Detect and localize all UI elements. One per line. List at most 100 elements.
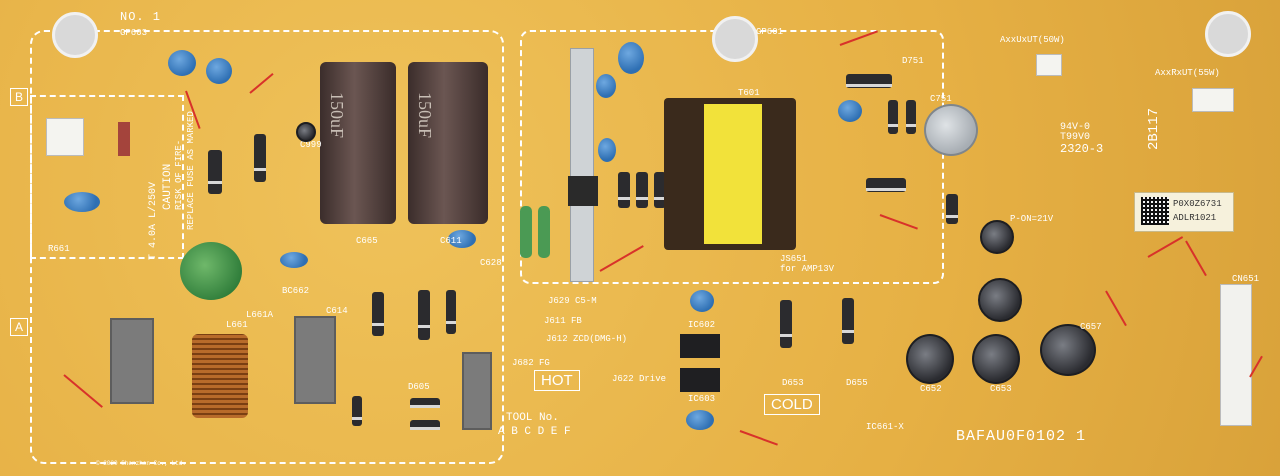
label-ul1: 94V-0 bbox=[1060, 122, 1091, 133]
label-ul2: T99V0 bbox=[1060, 132, 1091, 143]
capacitor-ceramic-3 bbox=[64, 192, 100, 212]
capacitor-c999 bbox=[296, 122, 316, 142]
capacitor-bulk-c611: 150uF bbox=[408, 62, 488, 224]
jumper-j611: J611 FB bbox=[544, 316, 582, 326]
capacitor-c652 bbox=[906, 334, 954, 384]
red-marker-6 bbox=[1185, 240, 1207, 277]
diode-d752 bbox=[888, 100, 898, 134]
label-c999: C999 bbox=[300, 140, 322, 150]
qr-code bbox=[1141, 197, 1169, 225]
connector-js1001a bbox=[1036, 54, 1062, 76]
diode-d604 bbox=[418, 290, 430, 340]
capacitor-ceramic-6 bbox=[598, 138, 616, 162]
optocoupler-ic603 bbox=[680, 368, 720, 392]
capacitor-ceramic-10 bbox=[686, 410, 714, 430]
label-tool-no: TOOL No. bbox=[506, 412, 559, 424]
label-c614: C614 bbox=[326, 306, 348, 316]
jumper-j622-drive: J622 Drive bbox=[612, 374, 667, 384]
resistor-r628a bbox=[520, 206, 532, 258]
red-marker-9 bbox=[1105, 290, 1127, 327]
label-t601: T601 bbox=[738, 88, 760, 98]
mounting-pad-left bbox=[52, 12, 98, 58]
capacitor-c751 bbox=[924, 104, 978, 156]
diode-d651b bbox=[946, 194, 958, 224]
diode-d633 bbox=[654, 172, 666, 208]
cap-text-1: 150uF bbox=[327, 92, 347, 139]
label-js651: JS651 bbox=[780, 254, 808, 264]
label-d653: D653 bbox=[782, 378, 804, 388]
capacitor-c658 bbox=[978, 278, 1022, 322]
resistor-r628b bbox=[538, 206, 550, 258]
jumper-j612: J612 ZCD(DMG-H) bbox=[546, 334, 628, 344]
label-c611: C611 bbox=[440, 236, 462, 246]
capacitor-ceramic-11 bbox=[280, 252, 308, 268]
diode-d661 bbox=[352, 396, 362, 426]
connector-js1001 bbox=[1192, 88, 1234, 112]
label-hot: HOT bbox=[534, 370, 580, 391]
label-cold: COLD bbox=[764, 394, 820, 415]
label-c628: C628 bbox=[480, 258, 502, 268]
heatsink bbox=[570, 48, 594, 282]
label-copyright: © 2020 Shenzhen Co., Ltd. bbox=[96, 460, 187, 467]
capacitor-ceramic-9 bbox=[690, 290, 714, 312]
label-axx50: AxxUxUT(50W) bbox=[1000, 35, 1065, 45]
marker-a: A bbox=[10, 318, 28, 336]
common-mode-choke-l661 bbox=[192, 334, 248, 418]
marker-b: B bbox=[10, 88, 28, 106]
label-d605: D605 bbox=[408, 382, 430, 392]
mosfet-q601 bbox=[568, 176, 598, 206]
connector-ch601 bbox=[46, 118, 84, 156]
label-c665: C665 bbox=[356, 236, 378, 246]
diode-d653 bbox=[780, 300, 792, 348]
label-l661: L661 bbox=[226, 320, 248, 330]
label-board-code: BAFAU0F0102 1 bbox=[956, 428, 1087, 445]
jumper-amp13: for AMP13V bbox=[780, 264, 835, 274]
capacitor-bulk-c665: 150uF bbox=[320, 62, 396, 224]
diode-d697 bbox=[410, 398, 440, 408]
diode-d753 bbox=[906, 100, 916, 134]
cap-text-2: 150uF bbox=[415, 92, 435, 139]
red-marker-11 bbox=[739, 430, 778, 446]
label-d751: D751 bbox=[902, 56, 924, 66]
diode-d605 bbox=[446, 290, 456, 334]
label-ic603: IC603 bbox=[688, 394, 716, 404]
capacitor-c651 bbox=[980, 220, 1014, 254]
sticker-text-top: P0X0Z6731 bbox=[1173, 199, 1222, 209]
label-tool-letters: A B C D E F bbox=[498, 426, 571, 438]
capacitor-x-c614 bbox=[294, 316, 336, 404]
label-cn651: CN651 bbox=[1232, 274, 1260, 284]
diode-d698 bbox=[410, 420, 440, 430]
diode-d632 bbox=[636, 172, 648, 208]
capacitor-c636 bbox=[462, 352, 492, 430]
label-c653: C653 bbox=[990, 384, 1012, 394]
label-no1: NO. 1 bbox=[120, 10, 162, 24]
capacitor-ceramic-4 bbox=[618, 42, 644, 74]
diode-d655 bbox=[842, 298, 854, 344]
label-c652: C652 bbox=[920, 384, 942, 394]
label-d655: D655 bbox=[846, 378, 868, 388]
capacitor-ceramic-5 bbox=[596, 74, 616, 98]
capacitor-x-left bbox=[110, 318, 154, 404]
transformer-t601 bbox=[664, 98, 796, 250]
connector-cn651 bbox=[1220, 284, 1252, 426]
jumper-pon21: P-ON=21V bbox=[1010, 214, 1054, 224]
label-c751: C751 bbox=[930, 94, 952, 104]
diode-d751 bbox=[846, 74, 892, 88]
label-l661a: L661A bbox=[246, 310, 274, 320]
label-caution: CAUTION bbox=[162, 163, 174, 210]
diode-d651 bbox=[866, 178, 906, 192]
jumper-j682: J682 FG bbox=[512, 358, 550, 368]
label-fuse-rating: T 4.0A L/250V bbox=[148, 181, 159, 260]
label-ic661x: IC661-X bbox=[866, 422, 904, 432]
diode-d603 bbox=[372, 292, 384, 336]
fuse-f601 bbox=[118, 122, 130, 156]
optocoupler-ic602 bbox=[680, 334, 720, 358]
capacitor-ceramic-7 bbox=[448, 230, 476, 248]
label-ic602: IC602 bbox=[688, 320, 716, 330]
jumper-j629: J629 C5-M bbox=[548, 296, 597, 306]
capacitor-c657 bbox=[1040, 324, 1096, 376]
label-ul3: 2320-3 bbox=[1060, 142, 1104, 156]
capacitor-ceramic-8 bbox=[838, 100, 862, 122]
label-2b117: 2B117 bbox=[1146, 107, 1162, 150]
